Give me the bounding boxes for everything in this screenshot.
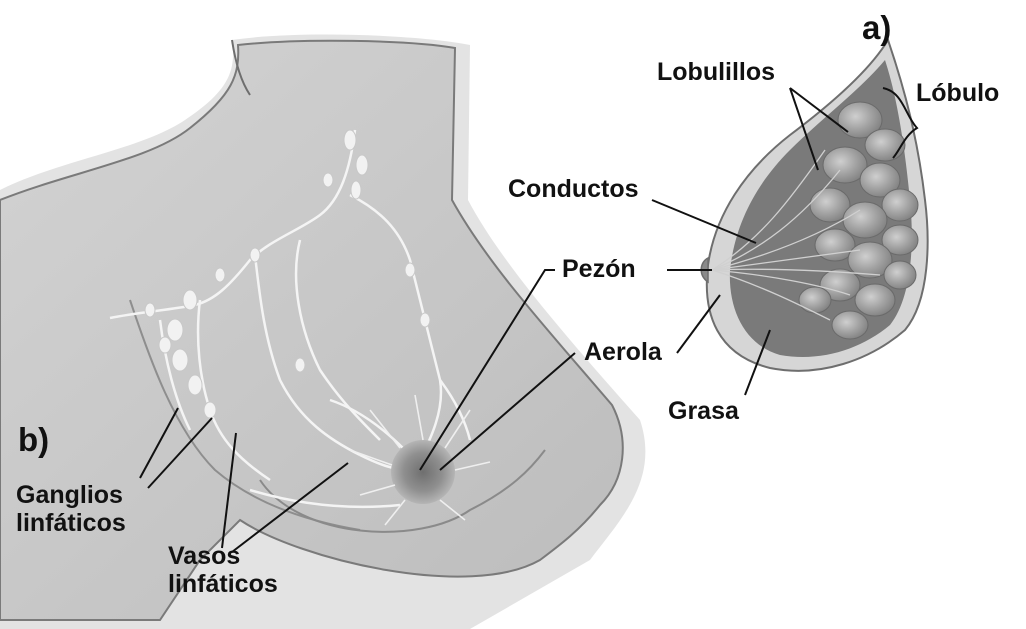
ganglios-line1: Ganglios — [16, 481, 126, 509]
ganglios-line2: linfáticos — [16, 509, 126, 537]
breast-cross-section — [701, 40, 927, 371]
grasa-label: Grasa — [668, 397, 739, 425]
lobulillos-label: Lobulillos — [657, 58, 775, 86]
pezon-label: Pezón — [562, 255, 636, 283]
vasos-label: Vasos linfáticos — [168, 542, 278, 598]
panel-a-label: a) — [862, 10, 891, 47]
vasos-line1: Vasos — [168, 542, 278, 570]
lobulo-label: Lóbulo — [916, 79, 999, 107]
torso-illustration — [0, 35, 645, 629]
conductos-label: Conductos — [508, 175, 639, 203]
ganglios-label: Ganglios linfáticos — [16, 481, 126, 537]
aerola-label: Aerola — [584, 338, 662, 366]
panel-b-label: b) — [18, 422, 49, 459]
vasos-line2: linfáticos — [168, 570, 278, 598]
areola-b — [391, 440, 455, 504]
